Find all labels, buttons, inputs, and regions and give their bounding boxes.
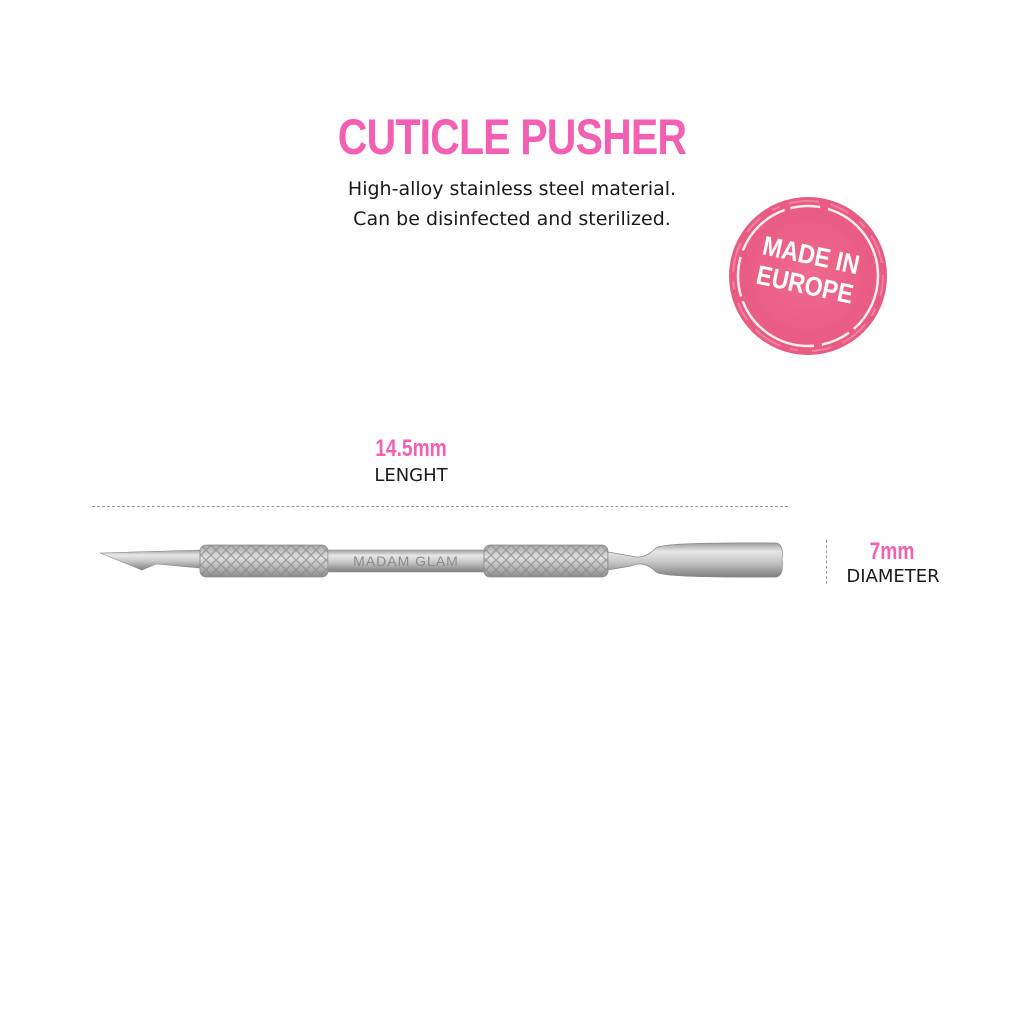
cuticle-pusher-icon: MADAM GLAM <box>99 542 783 578</box>
diameter-dashed-line <box>826 540 827 584</box>
length-value: 14.5mm <box>375 435 447 462</box>
diameter-value: 7mm <box>869 538 915 565</box>
made-in-europe-badge: MADE IN EUROPE <box>726 194 890 358</box>
cuticle-pusher-image: MADAM GLAM <box>96 530 796 590</box>
brand-engraving: MADAM GLAM <box>353 553 459 569</box>
badge-circle-icon <box>729 197 887 355</box>
length-dashed-line <box>92 506 788 507</box>
product-title: CUTICLE PUSHER <box>337 109 687 165</box>
length-label: LENGHT <box>374 465 448 486</box>
diameter-label: DIAMETER <box>846 566 940 587</box>
product-description-line-1: High-alloy stainless steel material. <box>347 178 677 200</box>
product-description-line-2: Can be disinfected and sterilized. <box>353 208 671 230</box>
